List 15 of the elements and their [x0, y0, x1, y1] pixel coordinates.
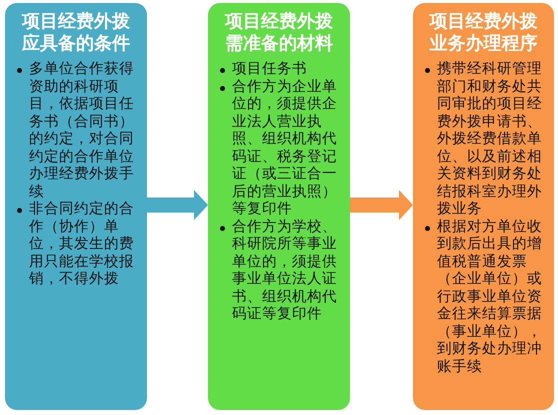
bullet-item: 多单位合作获得资助的科研项目，依据项目任务书（合同书）的约定，对合同约定的合作单位办理经费外拨手续	[29, 61, 139, 201]
column-panel	[208, 3, 350, 410]
bullet-item: 合作方为学校、科研院所等事业单位的，须提供事业单位法人证书、组织机构代码证等复印件	[232, 218, 342, 324]
bullet-item: 合作方为企业单位的，须提供企业法人营业执照、组织机构代码证、税务登记证（或三证合一后的营业执照）等复印件	[232, 78, 342, 218]
column-heading: 项目经费外拨需准备的材料	[224, 11, 334, 55]
bullet-item: 项目任务书	[232, 61, 342, 78]
bullet-item: 携带经科研管理部门和财务处共同审批的项目经费外拨申请书、外拨经费借款单位、以及前述相关资料到财务处结报科室办理外拨业务	[437, 61, 546, 218]
column-panel	[413, 3, 554, 410]
column-panel	[5, 3, 147, 410]
bullet-item: 非合同约定的合作（协作）单位，其发生的费用只能在学校报销，不得外拨	[29, 201, 139, 288]
block-arrow	[147, 190, 208, 220]
column-heading: 项目经费外拨业务办理程序	[428, 11, 538, 55]
bullet-item: 根据对方单位收到款后出具的增值税普通发票（企业单位）或行政事业单位资金往来结算票据（事业单位），到财务处办理冲账手续	[437, 218, 546, 376]
column-heading: 项目经费外拨应具备的条件	[20, 11, 131, 55]
block-arrow	[350, 190, 413, 220]
